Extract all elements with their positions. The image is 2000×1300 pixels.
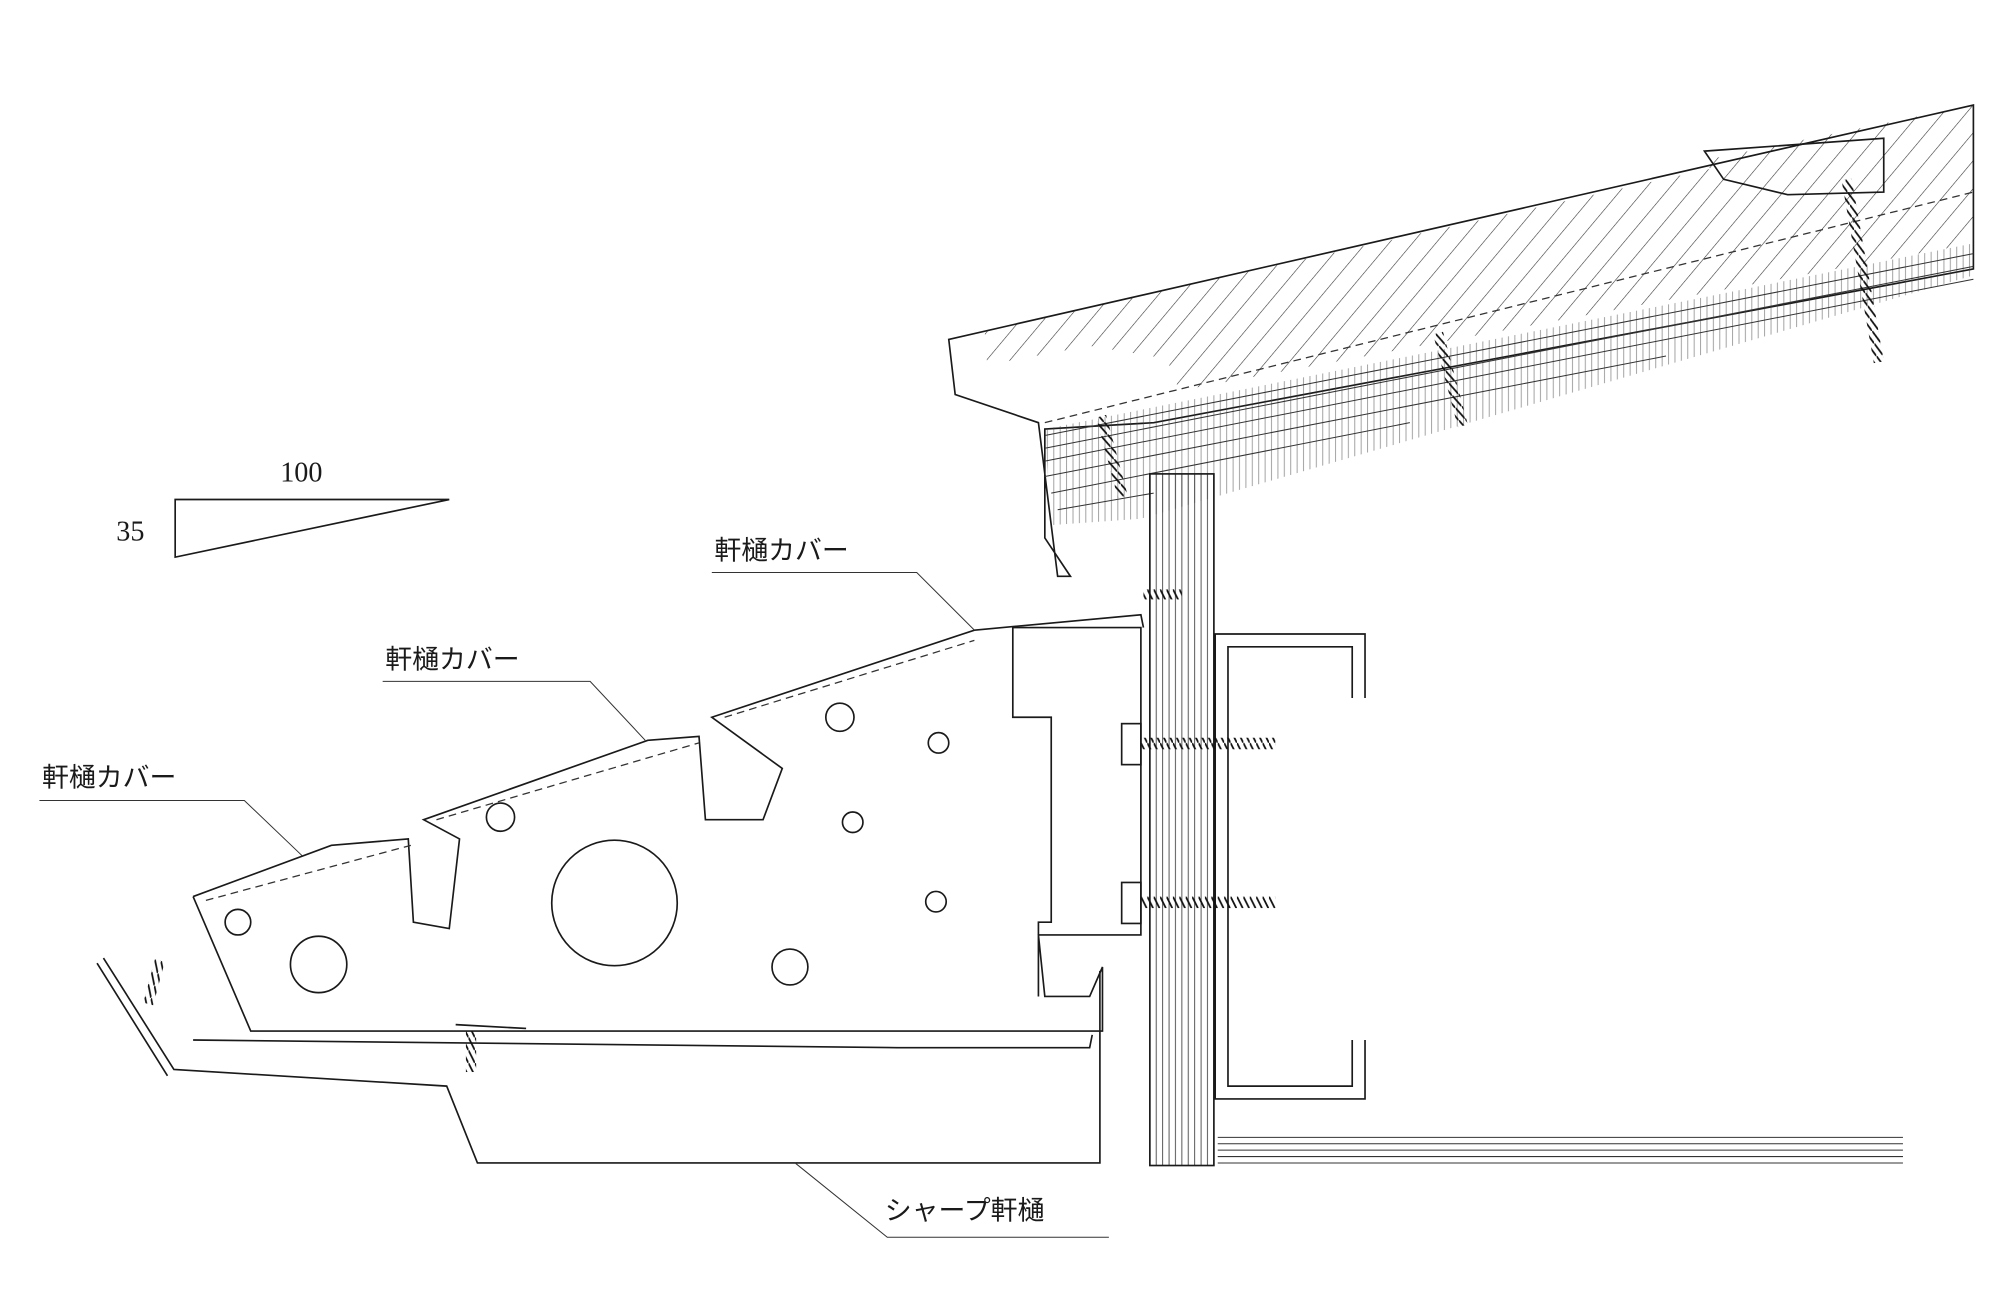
c-channel [1214,633,1366,1100]
label-text: 軒樋カバー [714,536,848,567]
bracket-screw [465,1031,477,1073]
label-text: シャープ軒樋 [885,1195,1045,1226]
label-gutter: シャープ軒樋 [794,1162,1109,1238]
sharp-gutter [96,957,1101,1164]
gutter-cover-profile [192,613,1145,930]
ceiling-boards [1217,1136,1903,1164]
label-text: 軒樋カバー [385,645,519,676]
slope-rise-label: 35 [116,516,144,547]
bracket-holes [224,702,950,994]
slope-triangle [174,498,450,559]
gutter-bracket [192,626,1142,1032]
gutter-screw [143,959,165,1006]
leader-line [711,572,975,631]
label-text: 軒樋カバー [42,762,176,793]
fascia-board [1149,473,1215,1167]
ridge-clip [1702,137,1885,196]
slope-run-label: 100 [280,458,322,489]
label-cover-top: 軒樋カバー [711,536,975,631]
label-cover-bottom: 軒樋カバー [39,762,303,856]
leader-line [39,799,303,856]
slope-indicator: 100 35 [116,458,450,559]
roof-screws [1096,178,1884,498]
roof-assembly [947,103,1975,578]
leader-line [382,680,646,741]
label-cover-middle: 軒樋カバー [382,645,646,741]
leader-line [794,1162,1109,1238]
roof-tile [947,103,1975,578]
